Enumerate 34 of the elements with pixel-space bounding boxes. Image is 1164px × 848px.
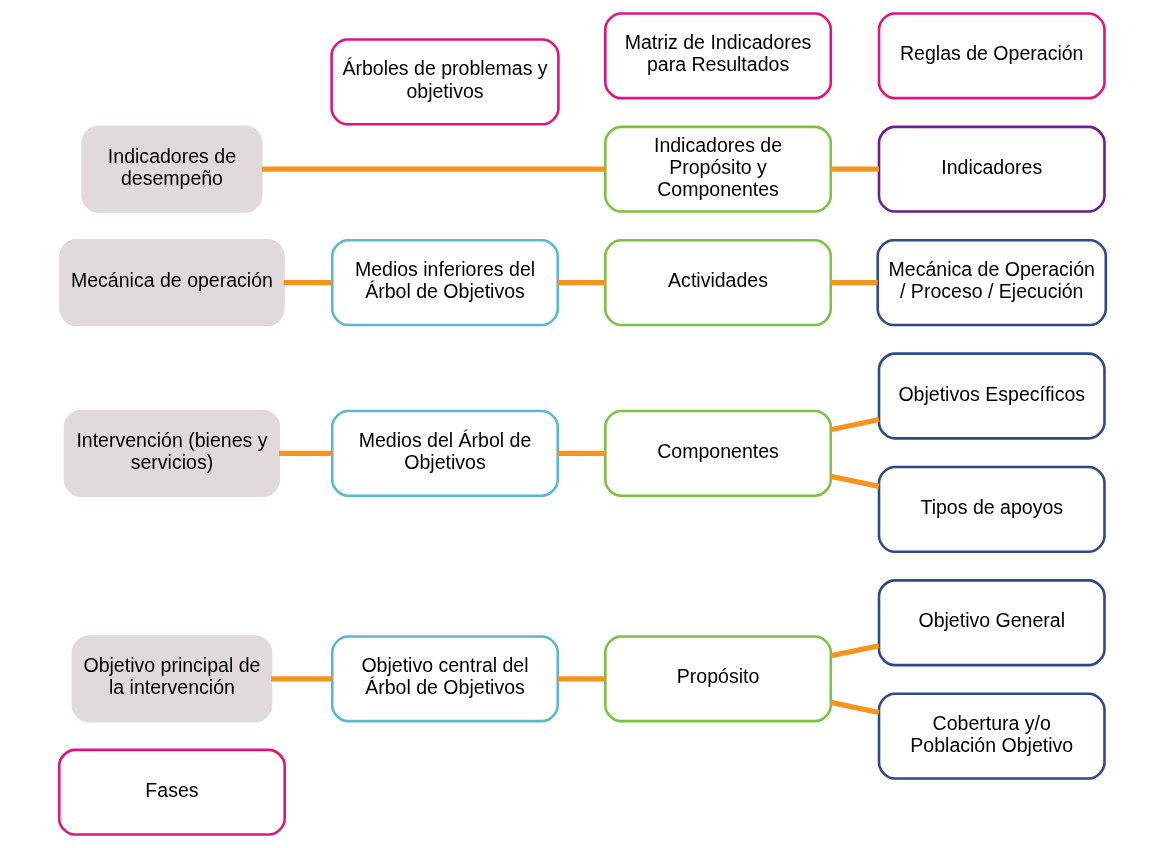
connector: [283, 280, 332, 286]
node-box: Fases: [57, 748, 286, 836]
node-box: Árboles de problemas y objetivos: [329, 38, 560, 126]
node-box: Indicadores de Propósito y Componentes: [603, 125, 832, 213]
connector: [829, 643, 880, 659]
node-box: Cobertura y/o Población Objetivo: [877, 692, 1106, 780]
connector: [830, 280, 878, 286]
node-box: Medios del Árbol de Objetivos: [330, 409, 559, 497]
connector: [261, 166, 605, 172]
node-box: Objetivo General: [877, 579, 1106, 667]
connector: [557, 280, 605, 286]
node-box: Matriz de Indicadores para Resultados: [603, 12, 832, 100]
node-box: Reglas de Operación: [877, 12, 1106, 100]
node-box: Actividades: [603, 238, 832, 327]
node-box: Mecánica de operación: [58, 238, 285, 327]
connector: [829, 699, 880, 716]
node-box: Intervención (bienes y servicios): [63, 409, 280, 497]
node-box: Medios inferiores del Árbol de Objetivos: [330, 238, 559, 327]
node-box: Indicadores: [877, 125, 1106, 213]
connector: [270, 676, 332, 682]
node-box: Indicadores de desempeño: [80, 125, 263, 213]
connector: [829, 473, 880, 489]
node-box: Objetivo central del Árbol de Objetivos: [330, 635, 559, 723]
node-box: Objetivo principal de la intervención: [71, 635, 272, 723]
node-box: Componentes: [603, 409, 832, 497]
node-box: Objetivos Específicos: [877, 352, 1106, 440]
connector: [278, 450, 332, 456]
connector: [830, 166, 879, 172]
node-box: Tipos de apoyos: [877, 465, 1106, 554]
node-box: Propósito: [603, 635, 832, 723]
connector: [557, 450, 605, 456]
node-box: Mecánica de Operación / Proceso / Ejecución: [875, 238, 1107, 327]
connector: [557, 676, 605, 682]
connector: [829, 417, 880, 433]
